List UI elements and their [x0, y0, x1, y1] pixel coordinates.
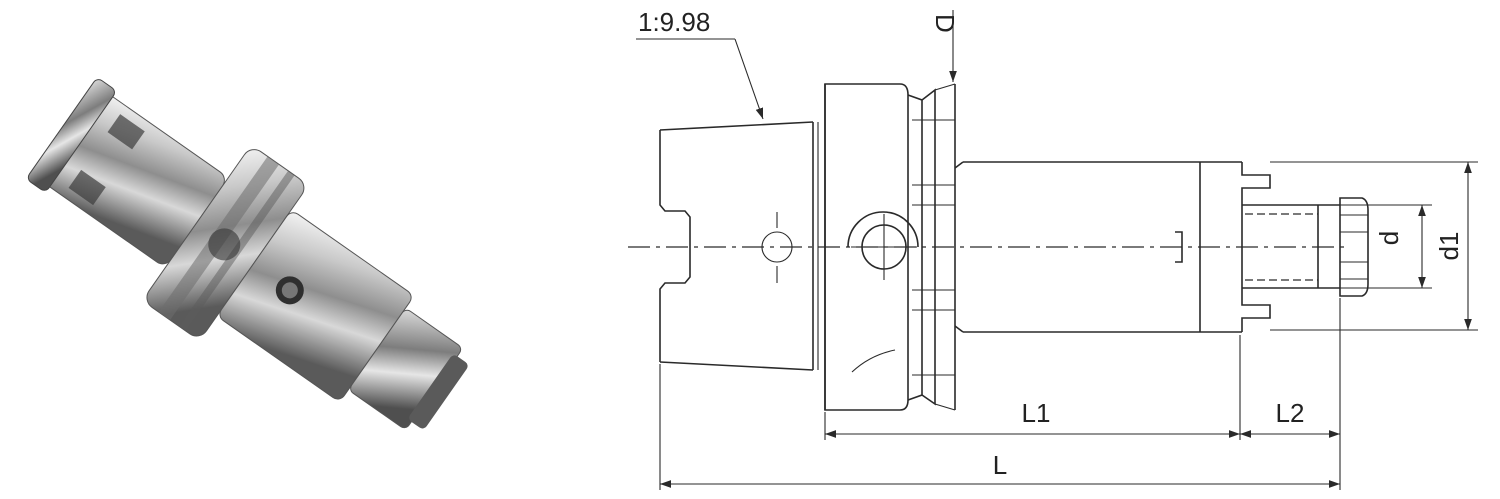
dimension-D: D: [930, 10, 960, 82]
flange: [824, 83, 956, 411]
clamping-nut: [1339, 197, 1369, 297]
dimension-d: d: [1318, 204, 1432, 289]
label-d1: d1: [1434, 232, 1464, 261]
hsk-taper-shank: [659, 121, 819, 371]
taper-callout: 1:9.98: [636, 7, 764, 120]
holder-3d-render: [27, 79, 468, 429]
extension-body: [954, 161, 1340, 333]
taper-ratio-label: 1:9.98: [638, 7, 710, 37]
label-L: L: [993, 450, 1007, 480]
orientation-notch: [847, 211, 919, 248]
label-D: D: [930, 14, 960, 33]
dimension-d1: d1: [1270, 161, 1478, 331]
dimension-L2: L2: [1240, 398, 1340, 438]
dimension-L1: L1: [825, 398, 1240, 438]
coolant-port-circle: [761, 231, 793, 263]
technical-drawing: 1:9.98 D d d1: [628, 7, 1478, 490]
label-L1: L1: [1022, 398, 1051, 428]
label-L2: L2: [1276, 398, 1305, 428]
label-d: d: [1374, 231, 1404, 245]
dimension-L: L: [660, 450, 1340, 488]
